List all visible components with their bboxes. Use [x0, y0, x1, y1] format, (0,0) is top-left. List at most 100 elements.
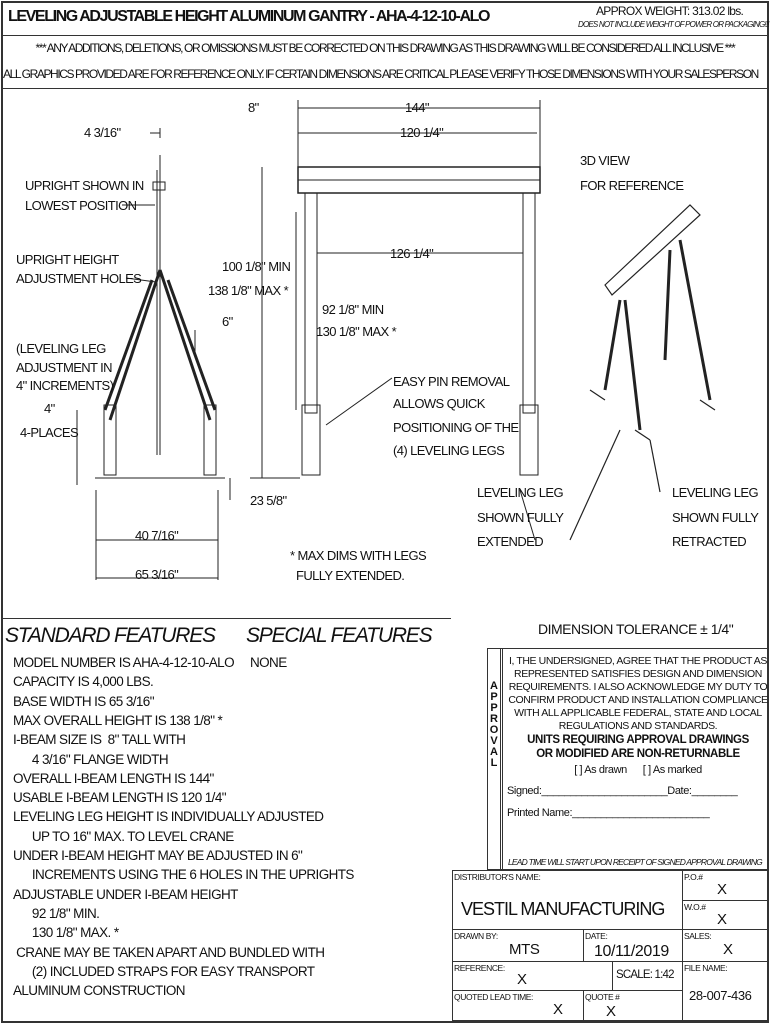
standard-feature-item: CRANE MAY BE TAKEN APART AND BUNDLED WIT… [13, 944, 325, 960]
signed-field[interactable]: Signed:______________________Date:______… [507, 785, 738, 797]
leveling-note: 4" INCREMENTS) [16, 378, 114, 393]
drawn-by-label: DRAWN BY: [454, 931, 498, 941]
inclusive-note: *** ANY ADDITIONS, DELETIONS, OR OMISSIO… [35, 41, 736, 55]
lead-time-value: X [553, 1001, 563, 1018]
places-note: 4-PLACES [20, 425, 79, 440]
pin-note: ALLOWS QUICK [393, 396, 486, 411]
wo-value: X [717, 911, 727, 928]
sales-value: X [723, 941, 733, 958]
distributor-label: DISTRIBUTOR'S NAME: [454, 872, 541, 882]
standard-feature-item: ALUMINUM CONSTRUCTION [13, 983, 186, 999]
sales-label: SALES: [684, 931, 712, 941]
pin-note: POSITIONING OF THE [393, 420, 519, 435]
extended-note: SHOWN FULLY [477, 510, 564, 525]
standard-feature-item: MAX OVERALL HEIGHT IS 138 1/8" * [13, 712, 223, 728]
file-name-value: 28-007-436 [689, 988, 752, 1003]
upright-note: UPRIGHT SHOWN IN [25, 178, 144, 193]
dim-65: 65 3/16" [135, 567, 179, 582]
under-beam-min: 92 1/8" MIN [322, 302, 384, 317]
drawing-title: LEVELING ADJUSTABLE HEIGHT ALUMINUM GANT… [8, 8, 490, 25]
standard-feature-item: CAPACITY IS 4,000 LBS. [13, 674, 154, 690]
retracted-note: LEVELING LEG [672, 485, 758, 500]
dim-6: 6" [222, 314, 234, 329]
file-name-label: FILE NAME: [684, 963, 728, 973]
retracted-note: SHOWN FULLY [672, 510, 759, 525]
extended-note: EXTENDED [477, 534, 543, 549]
as-marked-checkbox[interactable]: [ ] As marked [642, 764, 702, 776]
max-dims-note: * MAX DIMS WITH LEGS [290, 548, 427, 563]
weight-note: DOES NOT INCLUDE WEIGHT OF POWER OR PACK… [578, 20, 769, 29]
3d-view-label: 3D VIEW [580, 153, 631, 168]
holes-note: ADJUSTMENT HOLES [16, 271, 142, 286]
pin-note: EASY PIN REMOVAL [393, 374, 510, 389]
under-beam-max: 130 1/8" MAX * [316, 324, 397, 339]
drawn-by-value: MTS [509, 941, 540, 958]
non-returnable-warning: UNITS REQUIRING APPROVAL DRAWINGS OR MOD… [527, 734, 749, 760]
lead-time-note: LEAD TIME WILL START UPON RECEIPT OF SIG… [508, 857, 763, 867]
standard-feature-item: 4 3/16" FLANGE WIDTH [13, 751, 169, 767]
standard-feature-item: INCREMENTS USING THE 6 HOLES IN THE UPRI… [13, 867, 355, 883]
lead-time-label: QUOTED LEAD TIME: [454, 992, 534, 1002]
retracted-note: RETRACTED [672, 534, 746, 549]
divider [1, 88, 769, 89]
upright-note: LOWEST POSITION [25, 198, 137, 213]
wo-label: W.O.# [684, 902, 706, 912]
dim-8: 8" [248, 100, 260, 115]
as-drawn-checkbox[interactable]: [ ] As drawn [574, 764, 627, 776]
standard-feature-item: (2) INCLUDED STRAPS FOR EASY TRANSPORT [13, 963, 315, 979]
date-label: DATE: [585, 931, 608, 941]
printed-name-field[interactable]: Printed Name:________________________ [507, 807, 710, 819]
dim-40: 40 7/16" [135, 528, 179, 543]
3d-view [569, 204, 716, 541]
standard-feature-item: I-BEAM SIZE IS 8" TALL WITH [13, 732, 186, 748]
standard-feature-item: 130 1/8" MAX. * [13, 925, 119, 941]
dim-126: 126 1/4" [390, 246, 434, 261]
max-dims-note: FULLY EXTENDED. [296, 568, 404, 583]
side-view [76, 128, 225, 580]
extended-note: LEVELING LEG [477, 485, 563, 500]
standard-feature-item: 92 1/8" MIN. [13, 905, 100, 921]
3d-view-label: FOR REFERENCE [580, 178, 684, 193]
leveling-note: (LEVELING LEG [16, 341, 106, 356]
height-min: 100 1/8" MIN [222, 259, 290, 274]
standard-feature-item: OVERALL I-BEAM LENGTH IS 144" [13, 770, 214, 786]
divider [1, 618, 451, 619]
dim-4: 4" [44, 401, 56, 416]
approval-statement: I, THE UNDERSIGNED, AGREE THAT THE PRODU… [508, 655, 768, 732]
standard-feature-item: LEVELING LEG HEIGHT IS INDIVIDUALLY ADJU… [13, 809, 324, 825]
scale: SCALE: 1:42 [616, 969, 674, 981]
pin-note: (4) LEVELING LEGS [393, 443, 505, 458]
special-features-title: SPECIAL FEATURES [246, 624, 433, 647]
quote-value: X [606, 1003, 616, 1020]
approx-weight: APPROX WEIGHT: 313.02 lbs. [596, 4, 744, 18]
standard-features-title: STANDARD FEATURES [5, 624, 216, 647]
leveling-note: ADJUSTMENT IN [16, 360, 112, 375]
reference-value: X [517, 971, 527, 988]
dimension-tolerance: DIMENSION TOLERANCE ± 1/4" [538, 621, 734, 637]
dim-120: 120 1/4" [400, 125, 444, 140]
standard-feature-item: BASE WIDTH IS 65 3/16" [13, 693, 155, 709]
po-value: X [717, 881, 727, 898]
standard-feature-item: MODEL NUMBER IS AHA-4-12-10-ALO [13, 655, 235, 670]
special-feature: NONE [250, 655, 287, 670]
reference-label: REFERENCE: [454, 963, 505, 973]
po-label: P.O.# [684, 872, 703, 882]
standard-feature-item: UNDER I-BEAM HEIGHT MAY BE ADJUSTED IN 6… [13, 848, 303, 863]
dim-4-3-16: 4 3/16" [84, 125, 122, 140]
distributor-name: VESTIL MANUFACTURING [461, 899, 665, 919]
reference-note: ALL GRAPHICS PROVIDED ARE FOR REFERENCE … [3, 67, 759, 81]
quote-label: QUOTE # [585, 992, 620, 1002]
gantry-drawing: 8" 144" 120 1/4" 4 3/16" 3D VIEW FOR REF… [16, 100, 760, 583]
standard-feature-item: USABLE I-BEAM LENGTH IS 120 1/4" [13, 790, 227, 806]
holes-note: UPRIGHT HEIGHT [16, 252, 119, 267]
divider [1, 35, 769, 36]
dim-144: 144" [405, 100, 430, 115]
dim-23: 23 5/8" [250, 493, 288, 508]
front-view [229, 100, 541, 541]
standard-feature-item: ADJUSTABLE UNDER I-BEAM HEIGHT [13, 886, 238, 902]
height-max: 138 1/8" MAX * [208, 283, 289, 298]
